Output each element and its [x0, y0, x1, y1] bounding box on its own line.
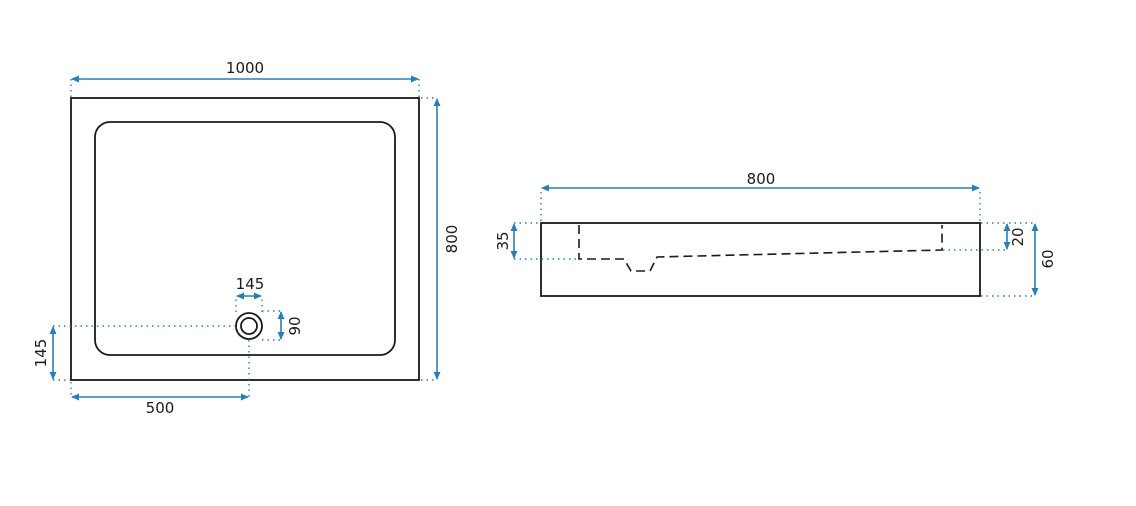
drain-offset-label: 90 — [286, 316, 304, 335]
side-view: 800 35 20 60 — [494, 170, 1057, 297]
tray-inner-basin — [94, 121, 396, 356]
dimension-rim-depth: 20 — [943, 222, 1027, 251]
dimension-side-length: 800 — [540, 170, 981, 221]
drain — [235, 312, 263, 340]
drain-from-left-label: 500 — [146, 399, 175, 417]
dimension-inner-depth: 35 — [494, 222, 578, 260]
width-label: 1000 — [226, 59, 264, 77]
dimension-depth: 800 — [421, 97, 461, 381]
top-view: 1000 800 145 90 145 — [32, 59, 461, 417]
dimension-drain-from-bottom: 145 — [32, 325, 235, 381]
dimension-drain-offset: 90 — [262, 310, 304, 341]
drain-diameter-label: 145 — [236, 275, 265, 293]
depth-label: 800 — [443, 225, 461, 254]
inner-depth-label: 35 — [494, 231, 512, 250]
inner-basin-hidden-line — [578, 225, 943, 272]
tray-outer-outline — [70, 97, 420, 381]
side-length-label: 800 — [747, 170, 776, 188]
drain-outer-ring — [235, 312, 263, 340]
dimension-drain-diameter: 145 — [235, 275, 265, 312]
total-height-label: 60 — [1039, 249, 1057, 268]
rim-depth-label: 20 — [1009, 227, 1027, 246]
tray-side-outline — [540, 222, 981, 297]
dimension-drain-from-left: 500 — [70, 340, 250, 417]
dimension-width: 1000 — [70, 59, 420, 97]
drain-from-bottom-label: 145 — [32, 339, 50, 368]
drain-inner-ring — [240, 317, 258, 335]
dimension-total-height: 60 — [981, 222, 1057, 297]
